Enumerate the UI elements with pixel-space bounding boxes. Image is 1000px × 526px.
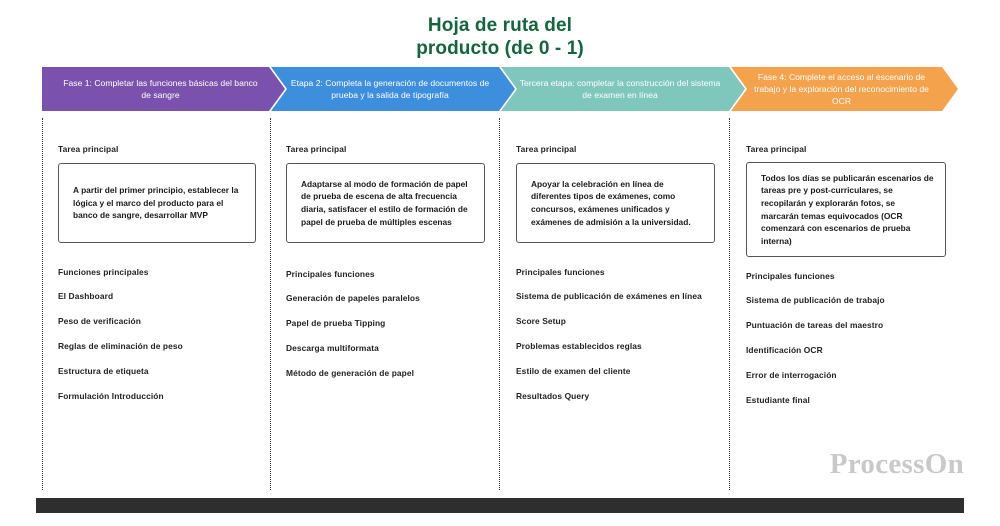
list-item[interactable]: El Dashboard xyxy=(58,291,114,301)
list-item[interactable]: Descarga multiformata xyxy=(286,343,379,353)
task-box-2: Adaptarse al modo de formación de papel … xyxy=(286,163,485,243)
task-text-3: Apoyar la celebración en línea de difere… xyxy=(531,178,691,227)
list-item[interactable]: Resultados Query xyxy=(516,391,590,401)
list-item[interactable]: Peso de verificación xyxy=(58,316,141,326)
phase-banner-3-label: Tercera etapa: completar la construcción… xyxy=(519,78,721,100)
features-heading-2: Principales funciones xyxy=(286,269,375,279)
page-title-line-1: Hoja de ruta del xyxy=(427,15,573,36)
page-title-line-2: producto (de 0 - 1) xyxy=(416,38,584,59)
phase-column-3: Tarea principal Apoyar la celebración en… xyxy=(501,118,730,490)
task-heading-4: Tarea principal xyxy=(746,144,807,154)
list-item[interactable]: Sistema de publicación de trabajo xyxy=(746,295,885,305)
phase-banner-1[interactable]: Fase 1: Completar las funciones básicas … xyxy=(42,67,285,111)
task-heading-2: Tarea principal xyxy=(286,144,347,154)
list-item[interactable]: Sistema de publicación de exámenes en lí… xyxy=(516,291,702,301)
features-block-3: Principales funciones Sistema de publica… xyxy=(516,267,715,402)
phase-column-4: Tarea principal Todos los días se public… xyxy=(731,118,960,490)
features-block-4: Principales funciones Sistema de publica… xyxy=(746,271,946,406)
phase-banner-row: Fase 1: Completar las funciones básicas … xyxy=(42,67,958,111)
phase-banner-4-label: Fase 4: Complete el acceso al escenario … xyxy=(754,72,929,106)
task-box-3: Apoyar la celebración en línea de difere… xyxy=(516,163,715,243)
phase-banner-3[interactable]: Tercera etapa: completar la construcción… xyxy=(501,67,745,111)
features-heading-3: Principales funciones xyxy=(516,267,605,277)
task-box-4: Todos los días se publicarán escenarios … xyxy=(746,162,946,257)
list-item[interactable]: Problemas establecidos reglas xyxy=(516,341,642,351)
features-list-4: Sistema de publicación de trabajo Puntua… xyxy=(746,294,946,406)
list-item[interactable]: Generación de papeles paralelos xyxy=(286,293,420,303)
phase-banner-2[interactable]: Etapa 2: Completa la generación de docum… xyxy=(271,67,515,111)
features-list-2: Generación de papeles paralelos Papel de… xyxy=(286,292,485,379)
list-item[interactable]: Método de generación de papel xyxy=(286,368,415,378)
phase-banner-1-label: Fase 1: Completar las funciones básicas … xyxy=(63,78,258,100)
features-heading-1: Funciones principales xyxy=(58,267,149,277)
list-item[interactable]: Puntuación de tareas del maestro xyxy=(746,320,884,330)
phase-columns: Tarea principal A partir del primer prin… xyxy=(42,118,958,490)
list-item[interactable]: Error de interrogación xyxy=(746,370,837,380)
list-item[interactable]: Score Setup xyxy=(516,316,566,326)
processon-watermark: ProcessOn xyxy=(829,448,964,480)
list-item[interactable]: Estilo de examen del cliente xyxy=(516,366,631,376)
bottom-bar xyxy=(36,498,964,513)
list-item[interactable]: Estructura de etiqueta xyxy=(58,366,149,376)
features-heading-4: Principales funciones xyxy=(746,271,835,281)
list-item[interactable]: Formulación Introducción xyxy=(58,391,164,401)
task-text-1: A partir del primer principio, establece… xyxy=(73,185,239,221)
page-title: Hoja de ruta del producto (de 0 - 1) xyxy=(0,14,1000,60)
list-item[interactable]: Estudiante final xyxy=(746,395,810,405)
list-item[interactable]: Reglas de eliminación de peso xyxy=(58,341,183,351)
features-list-1: El Dashboard Peso de verificación Reglas… xyxy=(58,290,256,402)
task-heading-3: Tarea principal xyxy=(516,144,577,154)
task-text-2: Adaptarse al modo de formación de papel … xyxy=(301,178,468,227)
features-list-3: Sistema de publicación de exámenes en lí… xyxy=(516,290,715,402)
phase-banner-4[interactable]: Fase 4: Complete el acceso al escenario … xyxy=(731,67,958,111)
phase-column-2: Tarea principal Adaptarse al modo de for… xyxy=(271,118,500,490)
list-item[interactable]: Identificación OCR xyxy=(746,345,823,355)
phase-column-1: Tarea principal A partir del primer prin… xyxy=(42,118,271,490)
task-heading-1: Tarea principal xyxy=(58,144,119,154)
phase-banner-2-label: Etapa 2: Completa la generación de docum… xyxy=(290,78,490,100)
features-block-2: Principales funciones Generación de pape… xyxy=(286,269,485,379)
list-item[interactable]: Papel de prueba Tipping xyxy=(286,318,386,328)
features-block-1: Funciones principales El Dashboard Peso … xyxy=(58,267,256,402)
task-box-1: A partir del primer principio, establece… xyxy=(58,163,256,243)
task-text-4: Todos los días se publicarán escenarios … xyxy=(761,172,934,246)
